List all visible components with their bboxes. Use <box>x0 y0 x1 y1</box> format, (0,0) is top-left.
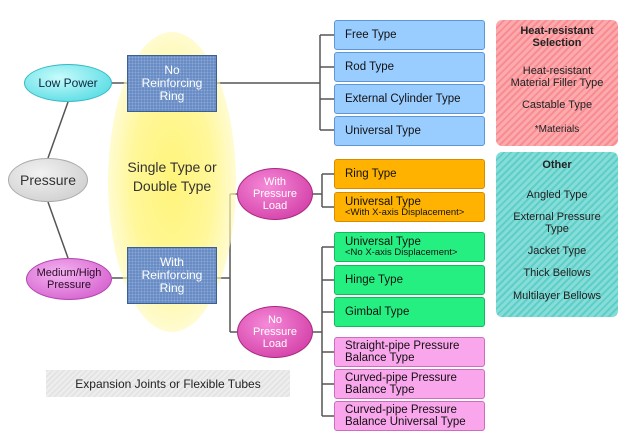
other-panel-item: Thick Bellows <box>523 267 591 279</box>
pressure-root-node: Pressure <box>8 158 88 202</box>
other-panel-title: Other <box>542 159 572 171</box>
type-box-hinge-label: Hinge Type <box>345 274 403 286</box>
type-box-universal-no-x: Universal Type <No X-axis Displacement> <box>334 232 485 262</box>
heat-resistant-panel: Heat-resistant Selection Heat-resistant … <box>496 20 618 146</box>
other-panel-item: External Pressure Type <box>513 211 601 235</box>
type-box-ring: Ring Type <box>334 159 485 189</box>
heat-panel-item: Heat-resistant Material Filler Type <box>510 65 604 89</box>
low-power-node: Low Power <box>24 64 112 102</box>
type-box-ring-label: Ring Type <box>345 168 397 180</box>
type-box-external-cylinder: External Cylinder Type <box>334 84 485 114</box>
type-box-curved-pipe-universal: Curved-pipe Pressure Balance Universal T… <box>334 401 485 431</box>
type-box-straight-pipe: Straight-pipe Pressure Balance Type <box>334 337 485 367</box>
type-box-universal-no-x-label: Universal Type <box>345 236 421 248</box>
no-pressure-load-node: No Pressure Load <box>237 306 313 358</box>
other-panel-item: Multilayer Bellows <box>512 290 602 302</box>
type-box-universal-no-x-sub: <No X-axis Displacement> <box>345 247 458 258</box>
other-panel: Other Angled Type External Pressure Type… <box>496 152 618 317</box>
with-reinforcing-ring-node: With Reinforcing Ring <box>127 247 217 304</box>
other-panel-item: Jacket Type <box>527 245 587 257</box>
type-box-curved-pipe: Curved-pipe Pressure Balance Type <box>334 369 485 399</box>
type-box-gimbal: Gimbal Type <box>334 297 485 327</box>
other-panel-item: Angled Type <box>526 189 588 201</box>
caption-box: Expansion Joints or Flexible Tubes <box>46 370 290 397</box>
type-box-universal-x-sub: <With X-axis Displacement> <box>345 207 465 218</box>
type-box-rod: Rod Type <box>334 52 485 82</box>
heat-panel-title: Heat-resistant Selection <box>520 25 594 49</box>
heat-panel-item: *Materials <box>534 124 580 135</box>
medium-high-pressure-node: Medium/High Pressure <box>26 258 112 300</box>
type-box-universal: Universal Type <box>334 116 485 146</box>
type-box-hinge: Hinge Type <box>334 265 485 295</box>
type-box-universal-x: Universal Type <With X-axis Displacement… <box>334 192 485 222</box>
type-box-gimbal-label: Gimbal Type <box>345 306 410 318</box>
type-box-free: Free Type <box>334 20 485 50</box>
type-box-universal-x-label: Universal Type <box>345 196 421 208</box>
heat-panel-item: Castable Type <box>521 99 593 111</box>
no-reinforcing-ring-node: No Reinforcing Ring <box>127 55 217 112</box>
with-pressure-load-node: With Pressure Load <box>237 168 313 220</box>
glow-label: Single Type or Double Type <box>127 159 217 194</box>
